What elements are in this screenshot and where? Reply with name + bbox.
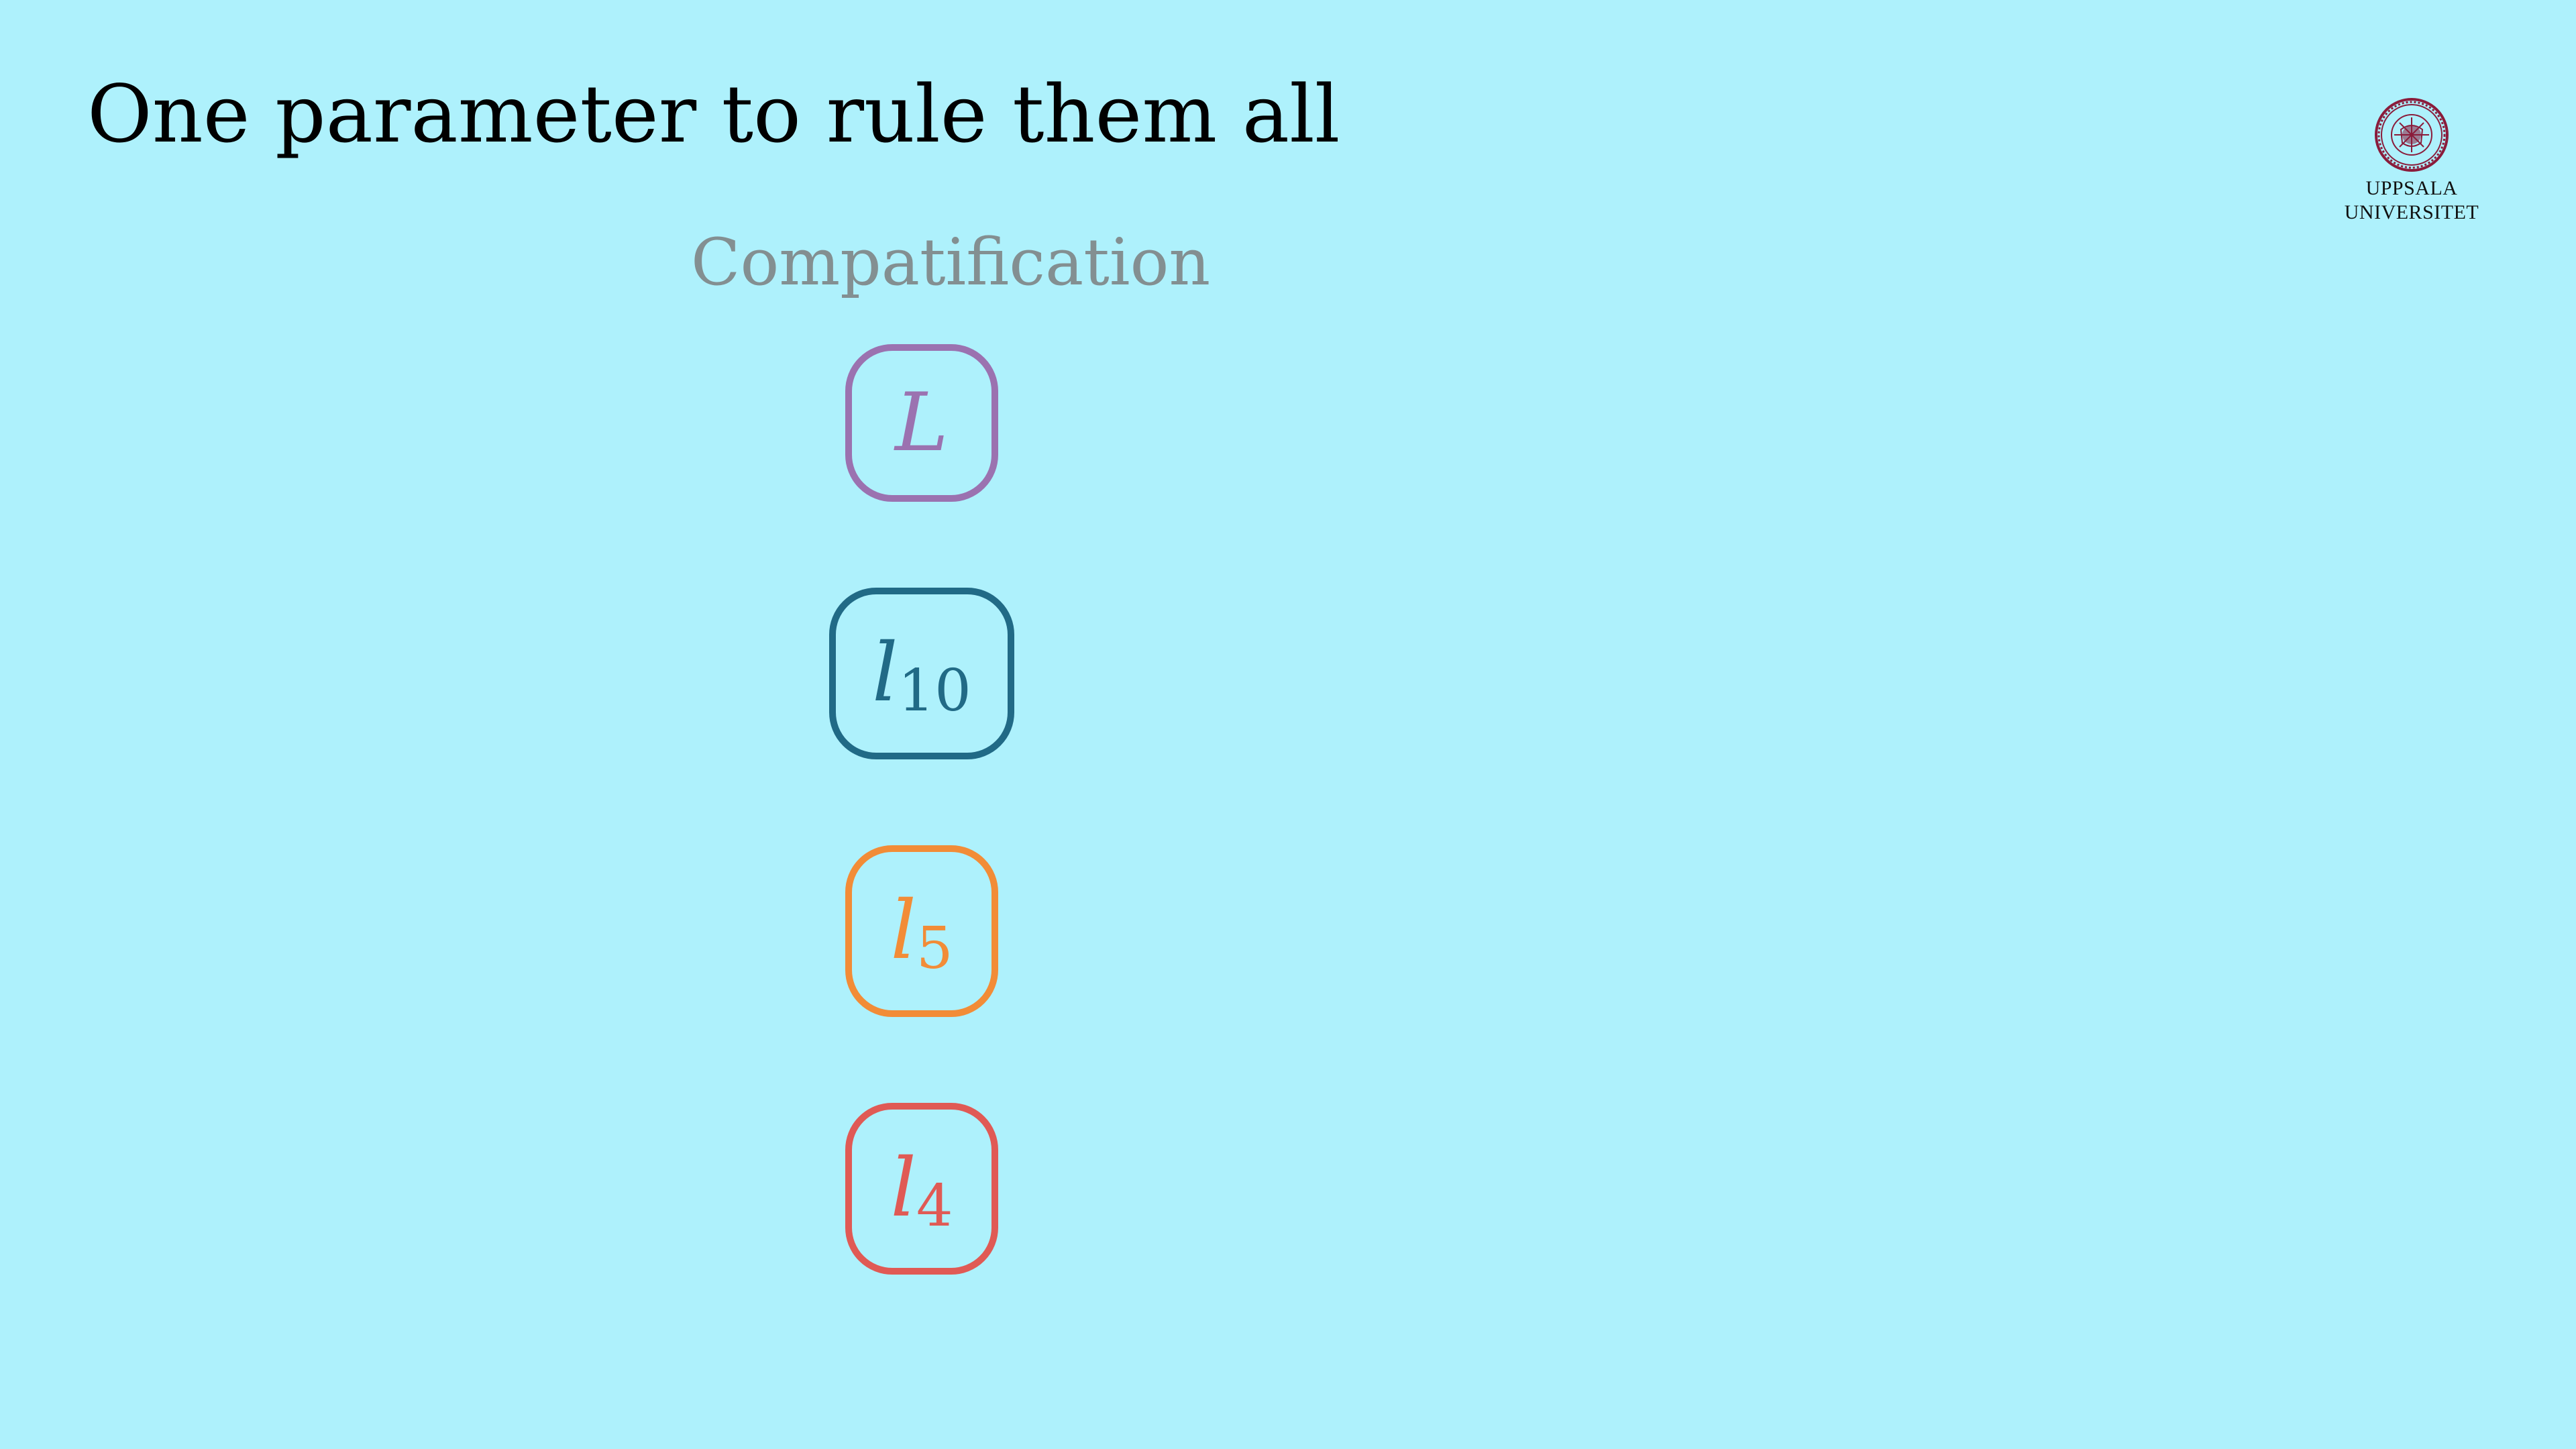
parameter-symbol: l (890, 1142, 916, 1235)
parameter-box-L: L (845, 344, 998, 502)
section-label: Compatification (691, 225, 1211, 300)
parameter-subscript: 4 (916, 1173, 953, 1240)
logo-line-2: UNIVERSITET (2344, 201, 2479, 223)
university-logo: UPPSALA UNIVERSITET (2334, 97, 2489, 225)
logo-line-1: UPPSALA (2365, 177, 2458, 199)
parameter-symbol: l (872, 627, 898, 720)
parameter-subscript: 10 (898, 657, 971, 724)
university-seal-icon (2375, 98, 2449, 172)
parameter-symbol: L (895, 376, 949, 470)
parameter-symbol: l (890, 884, 916, 977)
parameter-subscript: 5 (916, 915, 953, 982)
slide-title: One parameter to rule them all (87, 68, 1340, 160)
